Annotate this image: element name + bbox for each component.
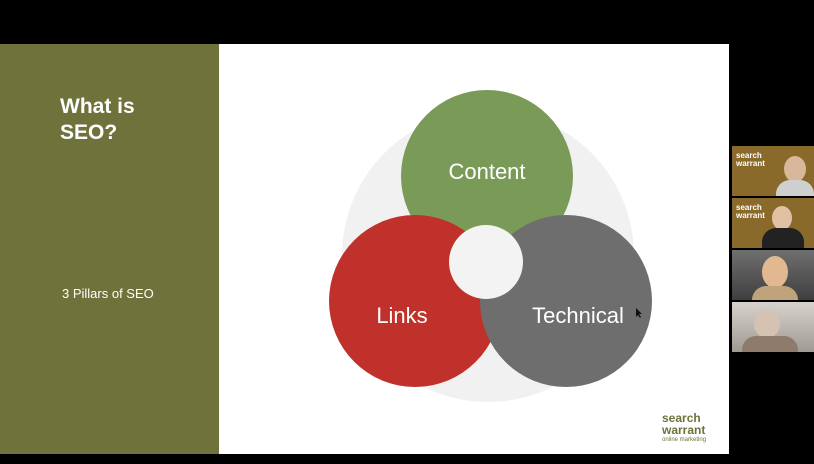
logo-line-2: warrant	[662, 423, 706, 437]
content-label: Content	[448, 159, 525, 184]
tile-logo: search warrant	[736, 203, 765, 220]
content-circle	[401, 90, 573, 262]
avatar	[754, 310, 780, 338]
avatar-body	[752, 286, 798, 300]
avatar	[772, 206, 792, 230]
avatar	[784, 156, 806, 182]
mouse-cursor-icon	[636, 308, 642, 318]
participant-tile[interactable]: search warrant	[732, 198, 814, 248]
avatar	[762, 256, 788, 288]
participant-tile[interactable]: search warrant	[732, 146, 814, 196]
slide-title: What is SEO?	[60, 95, 135, 144]
avatar-body	[742, 336, 798, 352]
slide-subtitle: 3 Pillars of SEO	[62, 286, 154, 301]
venn-diagram: Content Links Technical	[329, 90, 652, 402]
left-panel: What is SEO? 3 Pillars of SEO	[0, 44, 219, 454]
logo-line-3: online marketing	[662, 437, 707, 443]
avatar-body	[776, 180, 814, 196]
participant-tile[interactable]	[732, 302, 814, 352]
avatar-body	[762, 228, 804, 248]
search-warrant-logo: search warrant online marketing	[662, 411, 720, 443]
links-label: Links	[376, 303, 427, 328]
participant-panel: search warrant search warrant	[732, 146, 814, 352]
tile-logo: search warrant	[736, 151, 765, 168]
center-circle	[449, 225, 523, 299]
logo-line-1: search	[662, 411, 701, 425]
participant-tile[interactable]	[732, 250, 814, 300]
technical-label: Technical	[532, 303, 624, 328]
slide: What is SEO? 3 Pillars of SEO Content Li…	[0, 44, 729, 454]
technical-circle	[480, 215, 652, 387]
